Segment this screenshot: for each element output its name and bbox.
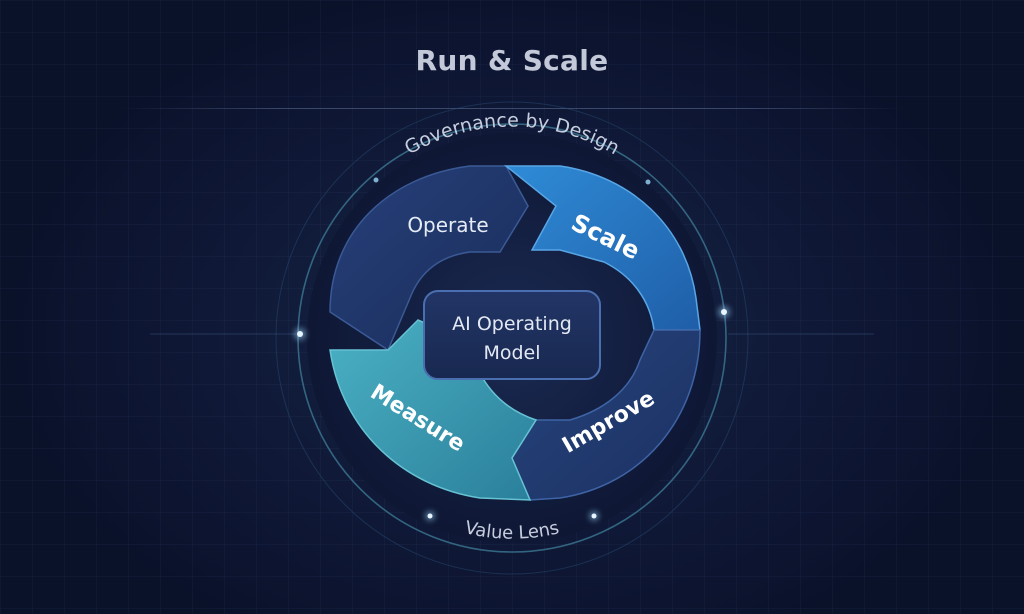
segment-improve[interactable] [511, 329, 701, 501]
ring-dot-top-left [373, 177, 379, 183]
page-title: Run & Scale [415, 44, 609, 77]
ring-dot-right [721, 309, 727, 315]
outer-ring-faint [275, 101, 749, 575]
segment-scale[interactable] [503, 165, 701, 331]
ring-dots [294, 177, 730, 521]
center-label-line1: AI Operating [452, 313, 572, 335]
ring-dot-top-right [645, 179, 651, 185]
ring-dot-bottom-right [591, 513, 597, 519]
title-divider [120, 108, 904, 109]
center-box[interactable] [423, 290, 601, 380]
center-label-line2: Model [483, 342, 540, 364]
ring-dot-bottom-left [427, 513, 433, 519]
segment-operate[interactable] [329, 165, 529, 352]
segment-label-operate: Operate [407, 213, 488, 237]
ring-dot-left [297, 331, 303, 337]
